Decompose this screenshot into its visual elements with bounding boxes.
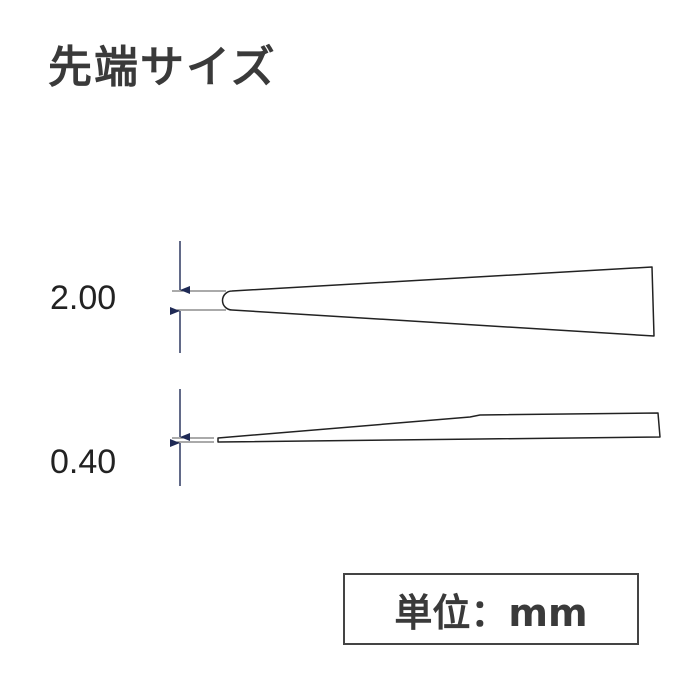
tip-width-dimension [170, 241, 226, 353]
tip-width-dimension-label: 2.00 [50, 279, 117, 317]
page-title: 先端サイズ [48, 42, 277, 93]
tweezer-side-view-outline [217, 412, 661, 443]
unit-label: 単位：mm [394, 590, 588, 635]
tip-thickness-dimension [170, 389, 214, 486]
tweezer-top-view-outline [221, 266, 655, 337]
unit-box: 単位：mm [343, 573, 639, 645]
tip-thickness-dimension-label: 0.40 [50, 443, 117, 481]
